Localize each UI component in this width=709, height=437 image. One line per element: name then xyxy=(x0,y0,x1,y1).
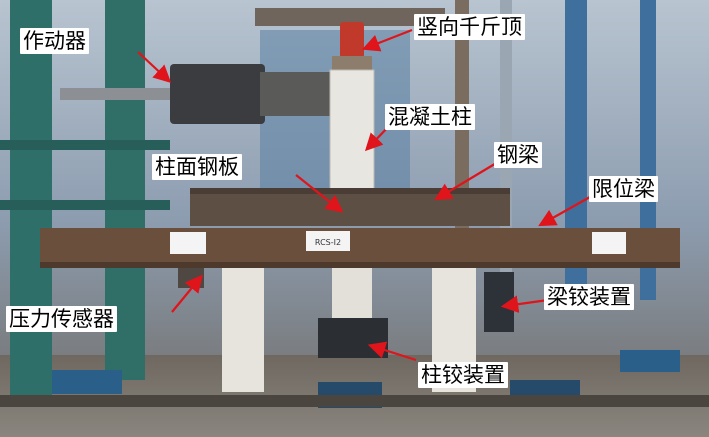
top-loading-frame xyxy=(255,8,445,26)
tag-card xyxy=(170,232,206,254)
anchor-base xyxy=(620,350,680,372)
arrow-actuator xyxy=(137,51,172,84)
arrow-pressure-sensor xyxy=(171,274,203,313)
specimen-tag: RCS-I2 xyxy=(315,238,341,247)
tag-card xyxy=(592,232,626,254)
actuator-clamp xyxy=(260,72,330,116)
pressure-sensor xyxy=(178,268,204,288)
label-column-steel-plate: 柱面钢板 xyxy=(152,154,242,180)
reaction-frame-brace xyxy=(0,200,170,210)
label-steel-beam: 钢梁 xyxy=(494,142,542,168)
specimen-tag-card xyxy=(306,231,350,251)
arrow-vertical-jack xyxy=(361,28,413,52)
actuator-rod xyxy=(60,88,170,100)
arrow-steel-beam xyxy=(434,161,499,201)
background-column xyxy=(565,0,587,300)
vertical-jack xyxy=(340,22,364,58)
restraint-beam-edge xyxy=(40,262,680,268)
arrow-column-hinge xyxy=(367,341,417,362)
vertical-jack-base xyxy=(332,56,372,70)
label-actuator: 作动器 xyxy=(20,28,89,54)
actuator-body xyxy=(170,64,265,124)
concrete-support xyxy=(222,268,264,392)
label-concrete-column: 混凝土柱 xyxy=(385,104,475,130)
label-vertical-jack: 竖向千斤顶 xyxy=(414,14,525,40)
label-restraint-beam: 限位梁 xyxy=(589,176,658,202)
label-beam-hinge: 梁铰装置 xyxy=(544,284,634,310)
column-hinge-device xyxy=(318,318,388,358)
arrow-beam-hinge xyxy=(500,295,549,313)
steel-beam xyxy=(190,188,510,226)
floor-beam xyxy=(0,395,709,407)
anchor-base xyxy=(52,370,122,394)
arrow-column-steel-plate xyxy=(295,174,344,213)
arrow-restraint-beam xyxy=(538,196,591,227)
reaction-frame-brace xyxy=(0,140,170,150)
label-column-hinge: 柱铰装置 xyxy=(418,362,508,388)
beam-hinge-device xyxy=(484,272,514,332)
restraint-beam xyxy=(40,228,680,266)
background-column xyxy=(640,0,656,300)
label-pressure-sensor: 压力传感器 xyxy=(6,306,117,332)
steel-beam-flange xyxy=(190,188,510,194)
